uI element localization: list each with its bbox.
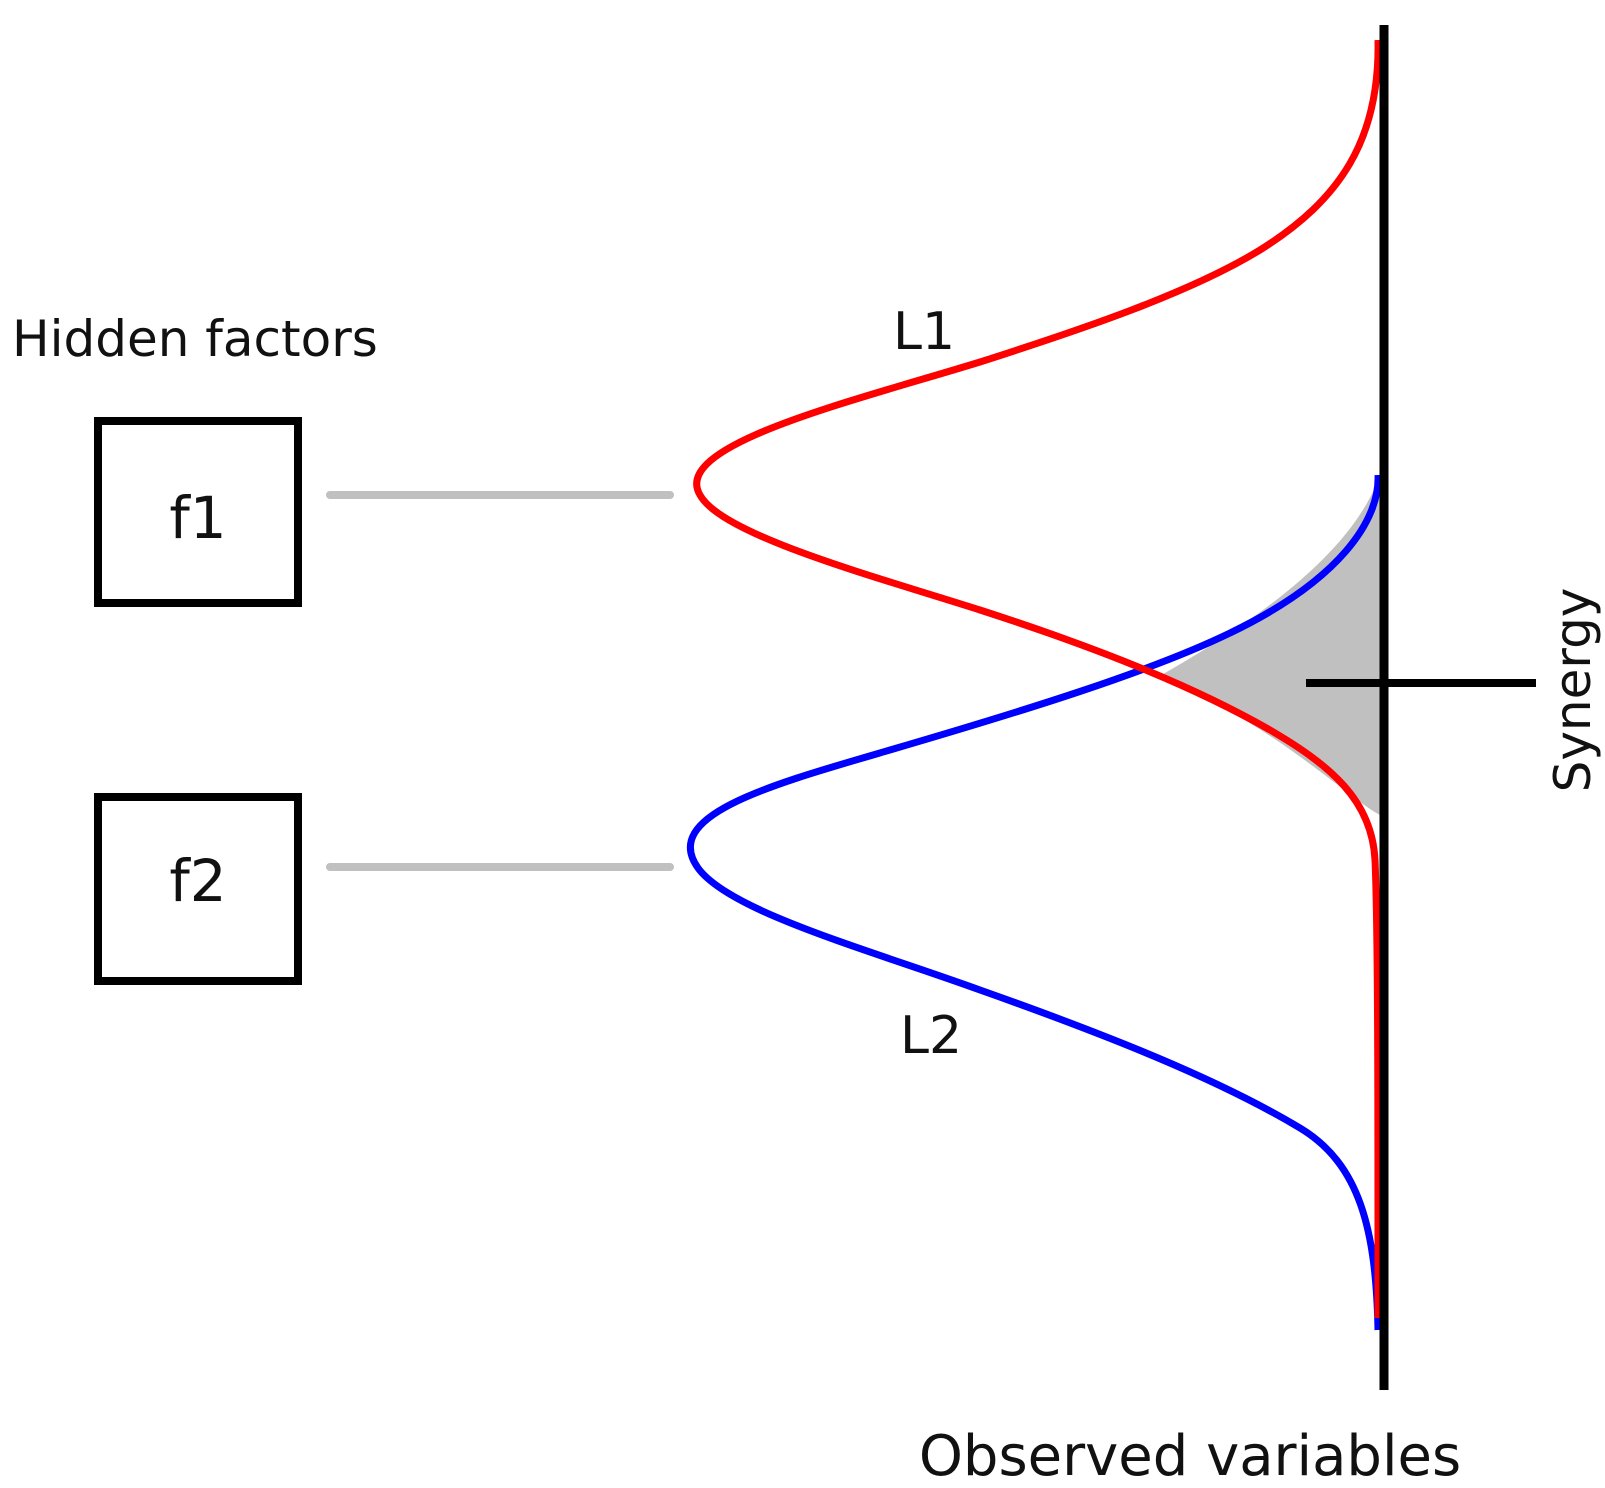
factor-box-f2: f2 bbox=[94, 793, 302, 985]
synergy-label: Synergy bbox=[1544, 588, 1602, 793]
factor-label-f2: f2 bbox=[169, 847, 226, 915]
synergy-region bbox=[1158, 475, 1380, 815]
factor-label-f1: f1 bbox=[169, 484, 226, 552]
hidden-factors-label: Hidden factors bbox=[12, 310, 378, 368]
curve-l2 bbox=[687, 474, 1382, 1331]
curve-l1 bbox=[693, 39, 1382, 1319]
curve-label-l1: L1 bbox=[893, 302, 955, 362]
observed-variables-label: Observed variables bbox=[919, 1424, 1461, 1488]
curve-label-l2: L2 bbox=[900, 1006, 962, 1066]
factor-box-f1: f1 bbox=[94, 417, 302, 607]
